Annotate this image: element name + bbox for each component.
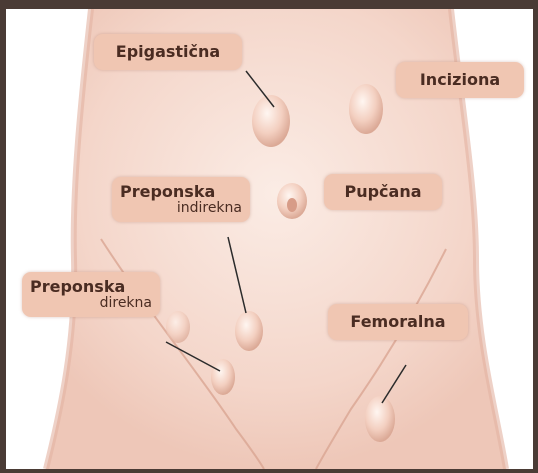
label-femoral-text: Femoralna [338,313,458,331]
inguinal-direct-bulge [211,359,235,395]
label-inguinal-indirect-sub: indirekna [120,201,242,216]
label-epigastric: Epigastična [94,34,242,70]
femoral-bulge [365,396,395,442]
incisional-bulge [349,84,383,134]
label-inguinal-direct-main: Preponska [30,278,152,296]
label-femoral: Femoralna [328,304,468,340]
left-hip-bulge [166,311,190,343]
label-incisional: Inciziona [396,62,524,98]
label-inguinal-indirect-main: Preponska [120,183,242,201]
label-incisional-text: Inciziona [406,71,514,89]
label-umbilical: Pupčana [324,174,442,210]
inguinal-indirect-bulge [235,311,263,351]
label-inguinal-direct: Preponska direkna [22,272,160,317]
label-inguinal-direct-sub: direkna [30,296,152,311]
label-umbilical-text: Pupčana [334,183,432,201]
label-epigastric-text: Epigastična [104,43,232,61]
umbilicus-center [287,198,297,212]
label-inguinal-indirect: Preponska indirekna [112,177,250,222]
